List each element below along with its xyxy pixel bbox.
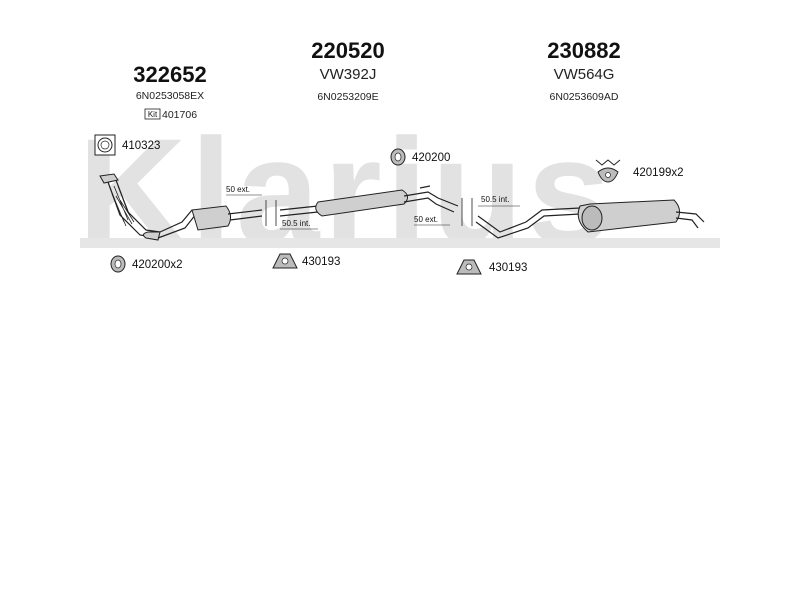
part-number-centre-silencer: 220520 [311,38,384,63]
watermark-bar [80,238,720,248]
rubber-mount-label: 430193 [302,256,340,268]
hanger-icon [595,159,621,183]
clamp-label: 420200 [412,152,450,164]
rubber-mount-icon-rear [456,259,482,275]
code-centre-silencer: VW392J [320,66,377,83]
dimension-int-1: 50.5 int. [282,219,310,228]
clamp-pair-label: 420200x2 [132,259,183,271]
oem-centre-silencer: 6N0253209E [317,91,378,103]
clamp-pair-icon [110,255,126,273]
dimension-int-2: 50.5 int. [481,195,509,204]
oem-rear-silencer: 6N0253609AD [550,91,619,103]
kit-badge-label: Kit [148,110,158,119]
dimension-ext-2: 50 ext. [414,215,438,224]
watermark: Klarius [78,107,615,275]
kit-number: 401706 [162,109,197,121]
centre-silencer [279,185,459,217]
dimension-ext-1: 50 ext. [226,185,250,194]
clamp-icon [390,148,406,166]
gasket-icon [94,134,116,156]
front-pipe-catalyst [99,173,263,241]
kit-badge [144,108,161,120]
gasket-label: 410323 [122,140,160,152]
rear-silencer [475,199,705,239]
code-rear-silencer: VW564G [554,66,615,83]
part-number-front-pipe: 322652 [133,62,206,87]
hanger-label: 420199x2 [633,167,684,179]
part-number-rear-silencer: 230882 [547,38,620,63]
rubber-mount-label-rear: 430193 [489,262,527,274]
rubber-mount-icon [272,253,298,269]
oem-front-pipe: 6N0253058EX [136,90,204,102]
